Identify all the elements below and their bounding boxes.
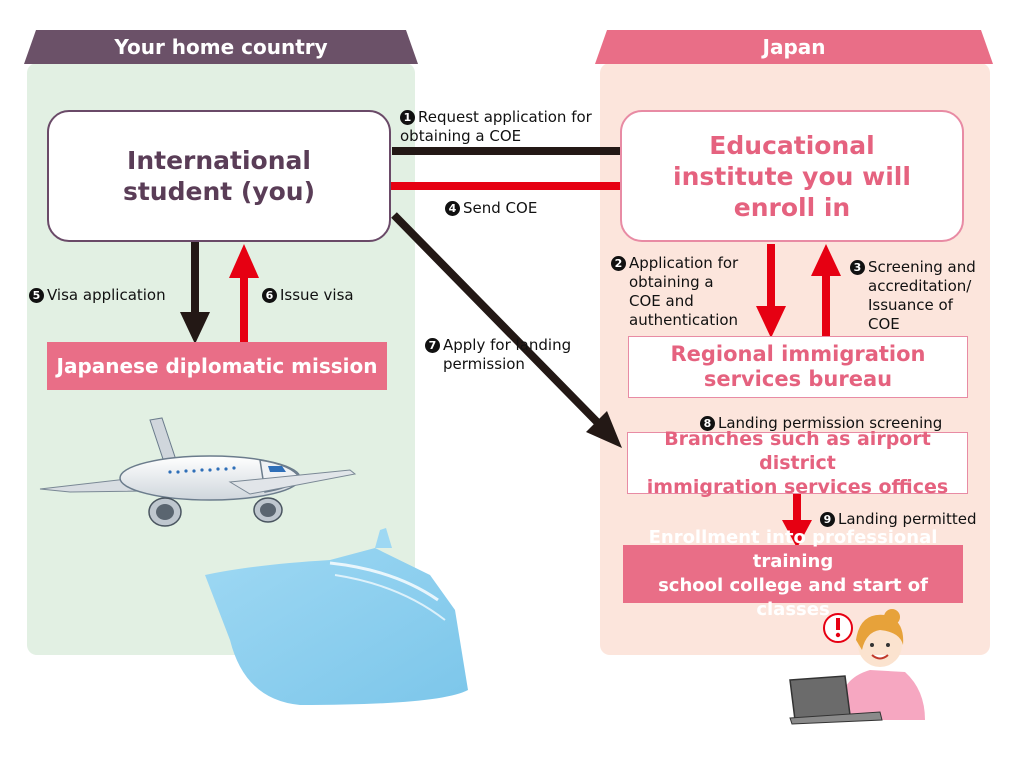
japan-tab: Japan — [595, 30, 993, 64]
step-9-text: Landing permitted — [838, 510, 977, 528]
arrow-step6-head — [229, 244, 259, 278]
step-1-text: Request application for obtaining a COE — [400, 108, 592, 145]
arrow-step7 — [391, 212, 603, 428]
step-3-number: 3 — [850, 260, 865, 275]
step-5-text: Visa application — [47, 286, 166, 304]
node-airport-branch-offices: Branches such as airport district immigr… — [627, 428, 968, 498]
step-9-number: 9 — [820, 512, 835, 527]
arrow-step7-head — [586, 411, 622, 448]
step-7-number: 7 — [425, 338, 440, 353]
step-3-text: Screening and accreditation/ Issuance of… — [868, 258, 976, 333]
step-6-text: Issue visa — [280, 286, 354, 304]
home-country-tab: Your home country — [24, 30, 418, 64]
step-7-text: Apply for landing permission — [443, 336, 572, 373]
arrow-step5-head — [180, 312, 210, 344]
node-educational-institute: Educational institute you will enroll in — [620, 110, 964, 242]
step-2-number: 2 — [611, 256, 626, 271]
node-diplomatic-mission: Japanese diplomatic mission — [47, 342, 387, 390]
step-4-number: 4 — [445, 201, 460, 216]
airplane-illustration — [39, 417, 357, 527]
step-1-number: 1 — [400, 110, 415, 125]
step-8-text: Landing permission screening — [718, 414, 943, 432]
ship-illustration — [205, 528, 468, 705]
node-enrollment-label: Enrollment into professional training sc… — [648, 527, 938, 620]
node-branch-label: Branches such as airport district immigr… — [646, 428, 949, 498]
node-international-student: International student (you) — [47, 110, 391, 242]
japan-title: Japan — [762, 35, 826, 59]
arrow-step2-head — [756, 306, 786, 338]
step-8-number: 8 — [700, 416, 715, 431]
node-bureau-label: Regional immigration services bureau — [670, 342, 926, 391]
node-embassy-label: Japanese diplomatic mission — [56, 354, 378, 378]
node-enrollment: Enrollment into professional training sc… — [623, 527, 963, 620]
node-immigration-bureau: Regional immigration services bureau — [628, 336, 968, 398]
step-4-text: Send COE — [463, 199, 538, 217]
exclamation-icon — [823, 613, 853, 643]
step-2-text: Application for obtaining a COE and auth… — [629, 254, 739, 329]
step-5-number: 5 — [29, 288, 44, 303]
woman-with-laptop-illustration — [789, 609, 925, 725]
arrow-step3-head — [811, 244, 841, 276]
node-institute-label: Educational institute you will enroll in — [673, 130, 911, 222]
arrow-step9-head — [782, 520, 812, 548]
node-student-label: International student (you) — [122, 146, 316, 206]
home-country-title: Your home country — [114, 35, 328, 59]
step-6-number: 6 — [262, 288, 277, 303]
